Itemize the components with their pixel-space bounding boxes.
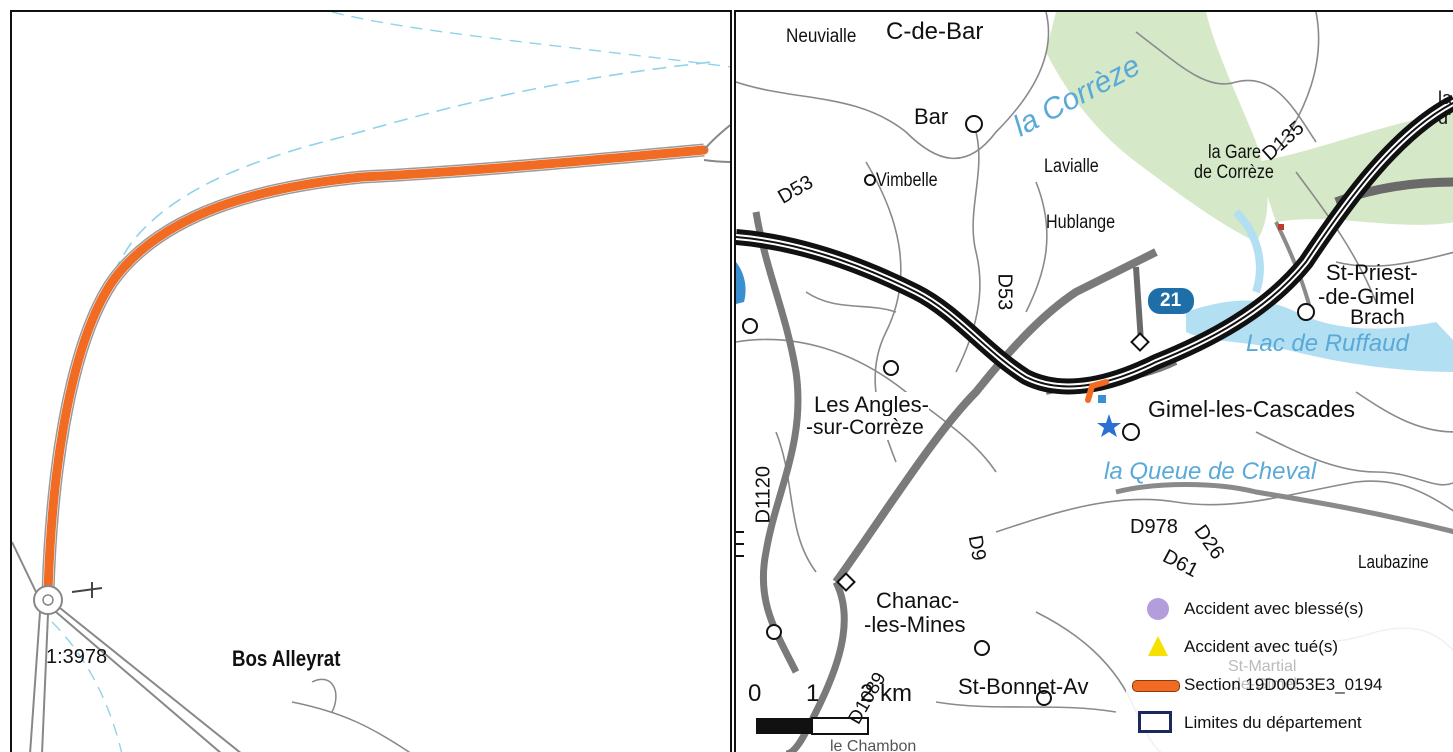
scalebar-label-one: 1 [806, 680, 820, 707]
roundabout-center [42, 594, 54, 606]
interchange-diamond [1130, 332, 1150, 352]
legend-line-icon [1132, 672, 1180, 698]
road-casing-inner [43, 145, 705, 593]
place-sur-correze: -sur-Corrèze [806, 416, 924, 440]
boundary-dashed-line-2 [331, 12, 730, 68]
poi-star [1097, 414, 1121, 437]
place-bar: Bar [914, 104, 949, 129]
interchange-link [1133, 266, 1144, 343]
scale-ratio-label: 1:3978 [46, 646, 108, 668]
legend-box-icon [1132, 710, 1178, 736]
place-c-de-bar: C-de-Bar [886, 18, 984, 45]
road-d1089-south [785, 580, 848, 752]
place-neuvialle: Neuvialle [786, 26, 857, 48]
scalebar-label-two: 2 km [860, 680, 913, 707]
road-casing [41, 143, 705, 593]
legend-circle-icon [1132, 596, 1178, 622]
road-label-d978: D978 [1130, 516, 1178, 538]
detail-map-panel[interactable]: 1:3978 Bos Alleyrat [10, 10, 732, 752]
road-d978 [1115, 482, 1453, 535]
road-label-d53-b: D53 [993, 273, 1016, 311]
place-chanac: Chanac- [876, 588, 960, 614]
road-sw-2 [41, 613, 49, 752]
scalebar-black [756, 718, 812, 734]
place-label-bos-alleyrat: Bos Alleyrat [232, 646, 341, 671]
poi-square [1098, 395, 1106, 403]
place-queue-cheval: la Queue de Cheval [1104, 458, 1317, 485]
legend-bg [1126, 590, 1453, 752]
place-edge-d: d' [1438, 108, 1452, 128]
legend-label-injury: Accident avec blessé(s) [1184, 599, 1364, 618]
forest-area [1046, 12, 1268, 242]
legend-label-section: Section 19D0053E3_0194 [1184, 675, 1383, 694]
dept-boundary [736, 531, 744, 557]
place-lavialle: Lavialle [1044, 156, 1099, 177]
road-d1120 [752, 211, 802, 674]
road-label-d1120: D1120 [752, 466, 775, 524]
place-les-angles: Les Angles- [814, 392, 929, 418]
interchange-diamond-2 [836, 572, 856, 592]
highway-badge-label: 21 [1160, 290, 1182, 311]
place-de-gimel: -de-Gimel [1318, 284, 1415, 309]
town-markers [742, 115, 1315, 706]
road-se [55, 611, 222, 752]
place-la-gare: la Gare [1208, 142, 1261, 163]
overview-map-canvas [736, 12, 1453, 752]
road-continuation-b [703, 159, 730, 163]
place-vimbelle: Vimbelle [876, 170, 938, 191]
highway-badge [1148, 288, 1194, 314]
place-st-priest: St-Priest- [1326, 260, 1418, 285]
legend-triangle-icon [1132, 634, 1178, 660]
place-chambon: le Chambon [830, 738, 917, 752]
boundary-dashed-line-3 [51, 621, 123, 752]
legend-label-dept: Limites du département [1184, 713, 1362, 732]
place-lac-ruffaud: Lac de Ruffaud [1246, 330, 1409, 357]
place-hublange: Hublange [1046, 212, 1116, 233]
place-les-mines: -les-Mines [864, 612, 966, 638]
legend-label-fatal: Accident avec tué(s) [1184, 637, 1339, 656]
road-continuation [703, 123, 730, 151]
section-highlight-small [1085, 379, 1109, 403]
water-river [1233, 209, 1264, 294]
road-lower-right [291, 701, 411, 752]
water-left [736, 262, 746, 304]
overview-map-panel[interactable]: Neuvialle C-de-Bar Bar la Corrèze la Gar… [734, 10, 1453, 752]
scalebar-label-zero: 0 [748, 680, 762, 707]
road-se-2 [59, 607, 242, 752]
map-legend: Accident avec blessé(s) Accident avec tu… [1132, 596, 1452, 752]
scalebar-white [811, 717, 869, 735]
road-label-d9: D9 [963, 533, 990, 563]
place-gimel: Gimel-les-Cascades [1148, 396, 1356, 422]
detail-map-canvas [12, 12, 730, 752]
road-e-short [71, 587, 103, 593]
legend-row-injury: Accident avec blessé(s) [1132, 596, 1364, 622]
place-laubazine: Laubazine [1358, 552, 1429, 572]
legend-row-fatal: Accident avec tué(s) [1132, 634, 1338, 660]
road-sw [29, 611, 41, 752]
place-de-correze: de Corrèze [1194, 162, 1274, 183]
poi-red-marker [1278, 224, 1284, 230]
road-lower-right-2 [311, 678, 337, 713]
place-de-gimel-2: de-Gimel [1232, 676, 1297, 693]
section-highlight [43, 145, 709, 597]
place-st-bonnet: St-Bonnet-Av [958, 674, 1089, 699]
road-w [12, 541, 37, 593]
place-brach: Brach [1350, 306, 1405, 329]
legend-row-section: Section 19D0053E3_0194 [1132, 672, 1383, 698]
place-edge-la: la [1438, 88, 1453, 108]
legend-row-dept: Limites du département [1132, 710, 1362, 736]
place-st-martial: St-Martial [1228, 658, 1297, 675]
boundary-dashed-line [51, 61, 713, 553]
